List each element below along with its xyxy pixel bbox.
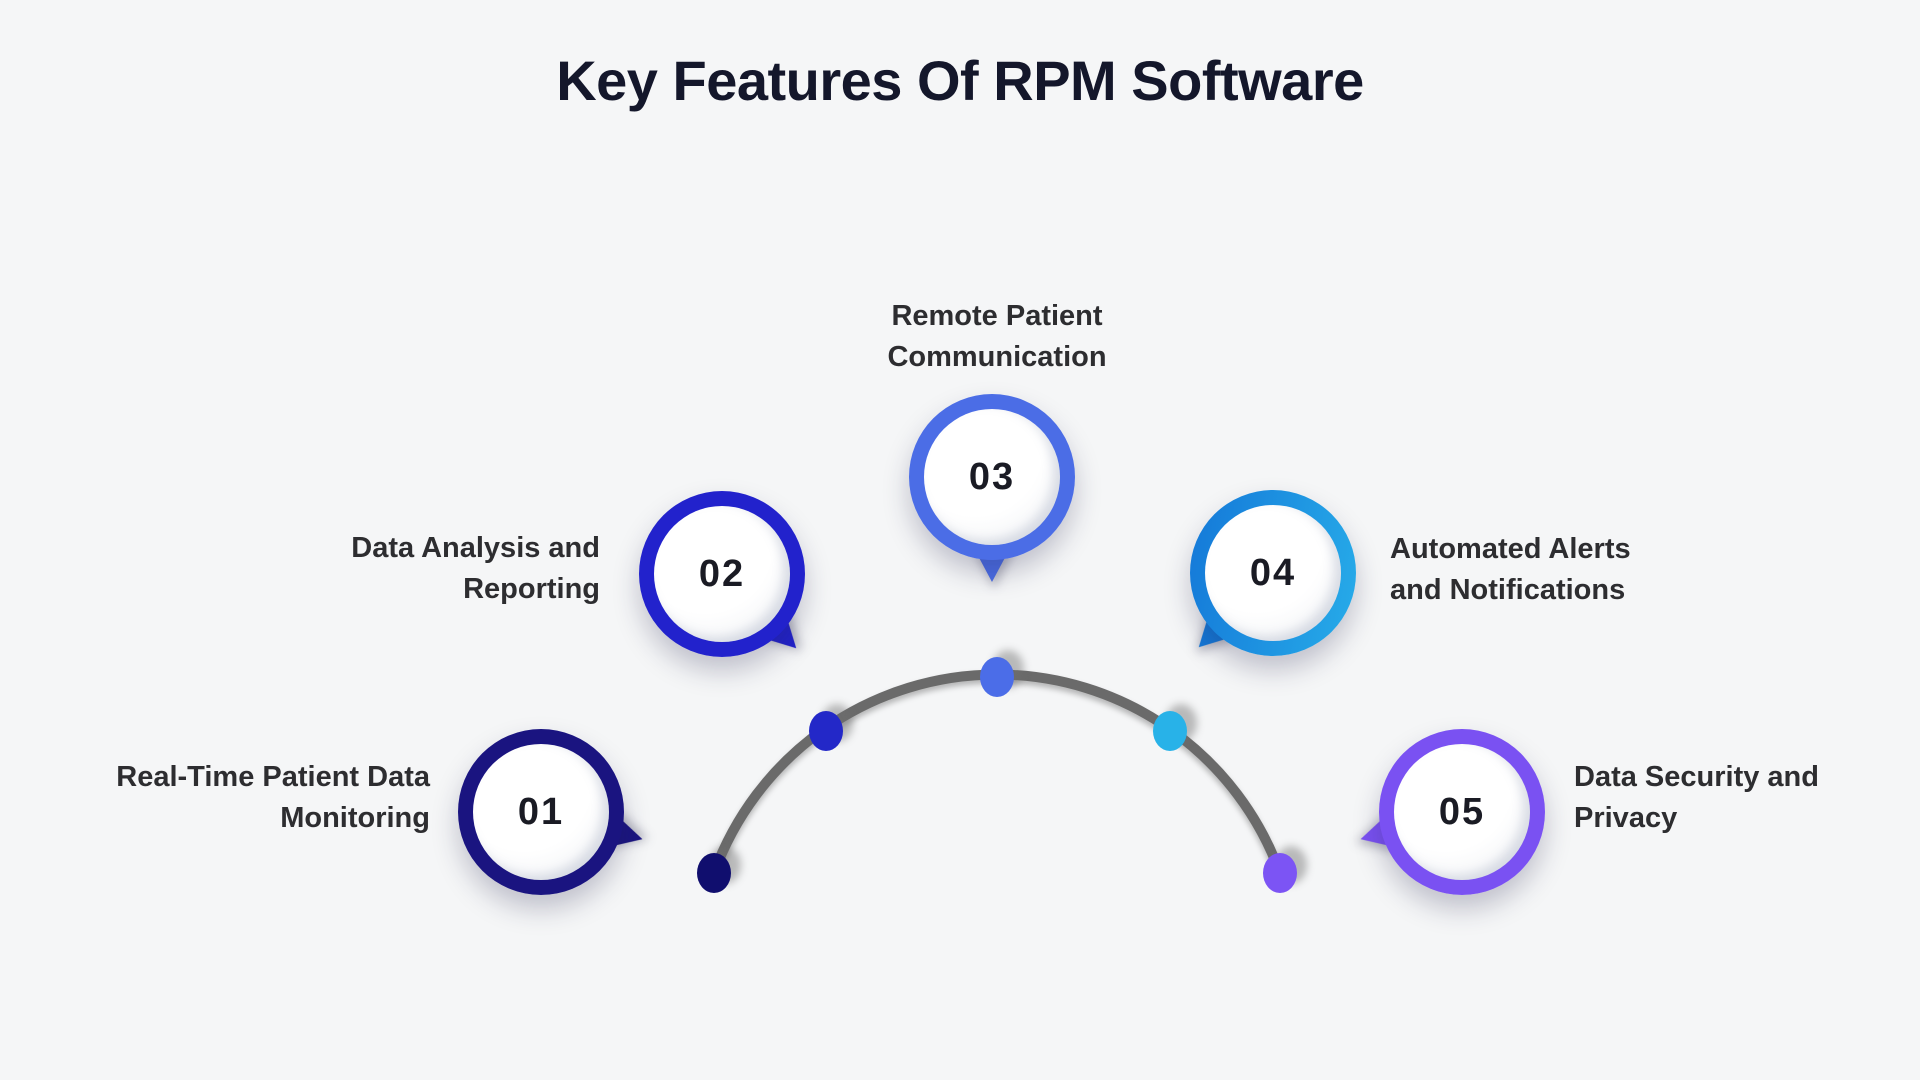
arc-dot-2 <box>809 711 843 751</box>
bubble-inner: 04 <box>1205 505 1341 641</box>
arc-dot-4 <box>1153 711 1187 751</box>
arc-path <box>709 669 1285 878</box>
feature-5-label: Data Security and Privacy <box>1574 757 1920 839</box>
label-line: Automated Alerts <box>1390 533 1631 565</box>
label-line: Communication <box>887 341 1107 373</box>
feature-4-bubble: 04 <box>1190 490 1356 656</box>
feature-2-bubble: 02 <box>639 491 805 657</box>
label-line: Data Security and <box>1574 761 1819 793</box>
arc-dot-1 <box>697 853 731 893</box>
feature-3-bubble: 03 <box>909 394 1075 582</box>
feature-3-label: Remote Patient Communication <box>737 296 1257 378</box>
feature-number: 04 <box>1249 551 1297 594</box>
page-title: Key Features Of RPM Software <box>556 49 1364 112</box>
label-line: Privacy <box>1574 802 1678 834</box>
label-line: Reporting <box>463 573 600 605</box>
bubble-inner: 03 <box>924 409 1060 545</box>
bubble-inner: 02 <box>654 506 790 642</box>
bubble-inner: 05 <box>1394 744 1530 880</box>
feature-number: 01 <box>517 790 565 833</box>
label-line: Data Analysis and <box>351 532 600 564</box>
feature-number: 03 <box>968 455 1016 498</box>
feature-number: 05 <box>1438 790 1486 833</box>
feature-2-label: Data Analysis and Reporting <box>280 528 600 610</box>
bubble-inner: 01 <box>473 744 609 880</box>
feature-1-label: Real-Time Patient Data Monitoring <box>40 757 430 839</box>
arc-dot-3 <box>980 657 1014 697</box>
feature-4-label: Automated Alerts and Notifications <box>1390 529 1770 611</box>
feature-1-bubble: 01 <box>458 729 624 895</box>
feature-5-bubble: 05 <box>1379 729 1545 895</box>
feature-number: 02 <box>698 552 746 595</box>
label-line: Remote Patient <box>891 300 1103 332</box>
arc-dot-5 <box>1263 853 1297 893</box>
label-line: Real-Time Patient Data <box>116 761 430 793</box>
label-line: and Notifications <box>1390 574 1626 606</box>
label-line: Monitoring <box>280 802 430 834</box>
